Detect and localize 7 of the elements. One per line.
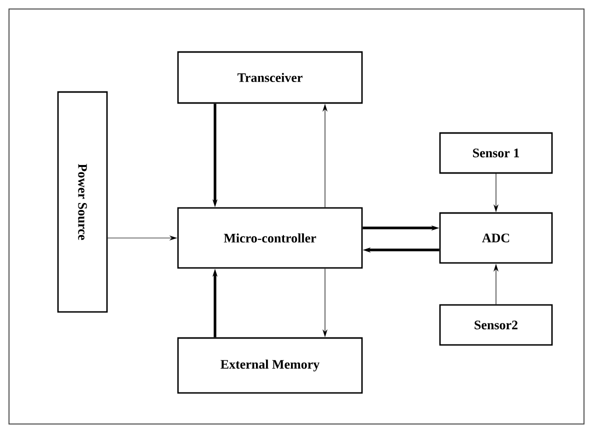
block-box: External Memory — [177, 337, 363, 394]
block-box: Power Source — [57, 91, 108, 313]
block-box: Sensor2 — [439, 304, 553, 346]
block-box: Sensor 1 — [439, 132, 553, 174]
block-box: Transceiver — [177, 51, 363, 104]
block-box: Micro-controller — [177, 207, 363, 269]
block-box: ADC — [439, 212, 553, 264]
